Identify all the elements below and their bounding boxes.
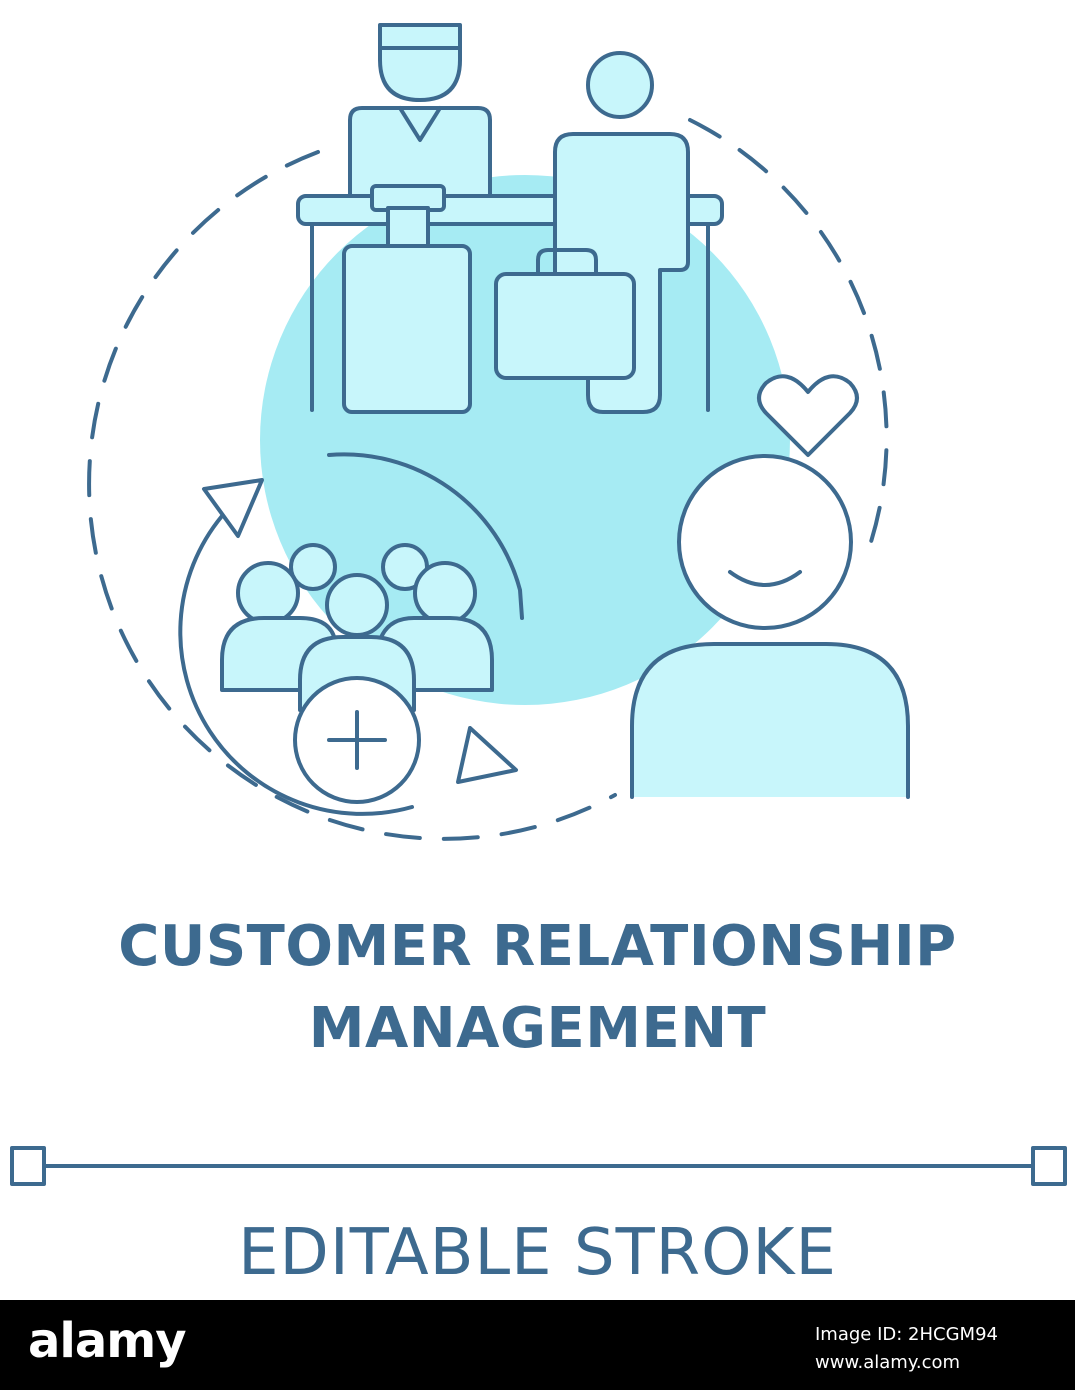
watermark-url: www.alamy.com	[815, 1352, 961, 1373]
title-line-1: CUSTOMER RELATIONSHIP	[118, 914, 957, 979]
customer-group-icon	[220, 543, 494, 712]
cycle-arrowhead-top	[202, 478, 264, 538]
cycle-arrow-track	[178, 452, 524, 816]
title-line-2: MANAGEMENT	[308, 996, 767, 1061]
editable-stroke-line	[10, 1146, 1067, 1186]
cycle-arrowhead-bottom	[456, 726, 518, 784]
subtitle: EDITABLE STROKE	[238, 1216, 837, 1290]
happy-customer-icon	[630, 454, 910, 799]
add-customer-icon	[293, 676, 421, 804]
watermark-footer	[0, 1300, 1075, 1390]
receptionist-icon	[348, 23, 492, 197]
suitcase-icon	[342, 184, 472, 414]
dashed-cycle-ring	[87, 118, 889, 841]
crm-concept-icon	[10, 23, 1067, 1186]
heart-icon	[757, 374, 859, 457]
briefcase-icon	[494, 248, 636, 380]
watermark-image-id: Image ID: 2HCGM94	[815, 1324, 998, 1345]
watermark-logo: alamy	[28, 1313, 187, 1369]
customer-acquisition-icon	[178, 452, 524, 816]
